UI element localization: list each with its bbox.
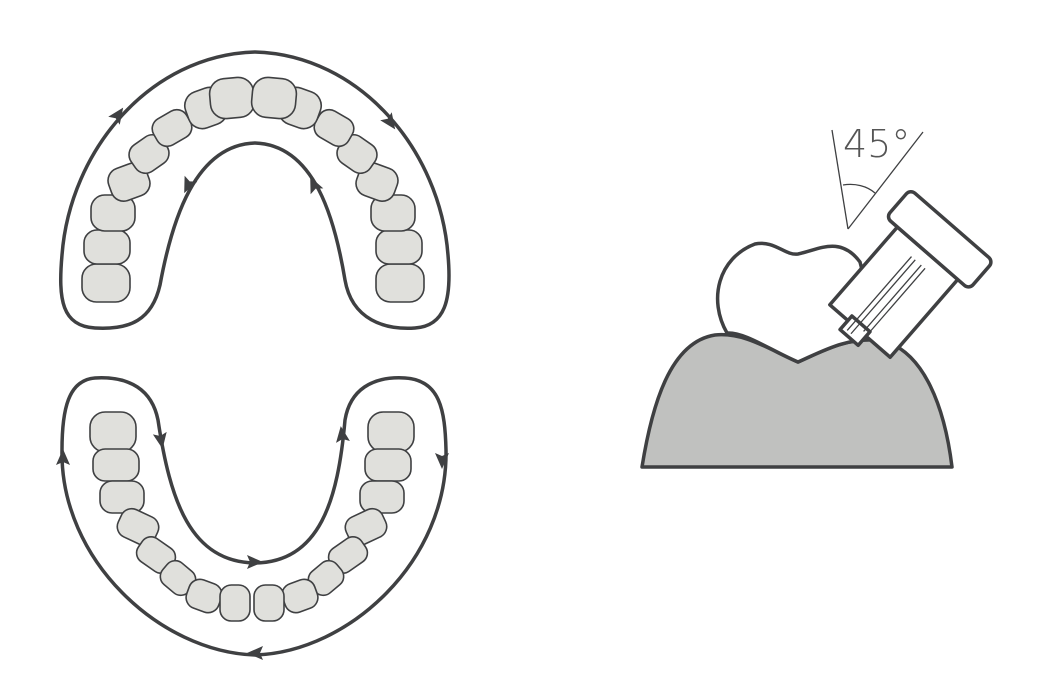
direction-arrow-icon: [435, 453, 449, 469]
direction-arrow-icon: [56, 449, 70, 465]
tooth: [219, 584, 251, 622]
direction-arrow-icon: [247, 555, 263, 569]
direction-arrow-icon: [108, 107, 124, 125]
tooth-crown: [715, 241, 883, 364]
direction-arrow-icon: [310, 176, 324, 195]
tooth: [89, 411, 137, 453]
tooth: [375, 229, 423, 265]
direction-arrow-icon: [336, 426, 350, 443]
bristle-line: [863, 264, 922, 332]
upper-arch: [58, 50, 451, 330]
bristle-line: [866, 267, 926, 336]
tooth: [253, 584, 285, 622]
brush-bristle-tip: [838, 314, 872, 348]
direction-arrow-icon: [380, 112, 396, 130]
tooth: [364, 448, 412, 482]
tooth: [344, 507, 388, 547]
lower-arch-brushing-path: [60, 376, 448, 657]
lower-arch: [56, 376, 449, 660]
tooth: [375, 263, 425, 303]
tooth: [92, 448, 140, 482]
tooth: [99, 480, 145, 514]
toothbrush-angle-illustration: 45°: [640, 122, 993, 469]
toothbrush: [828, 189, 993, 359]
bristle-line: [850, 259, 916, 335]
angle-arc: [842, 183, 876, 194]
brush-angle-line: [847, 131, 924, 230]
vertical-reference-line: [831, 129, 849, 230]
tooth: [250, 76, 298, 120]
direction-arrow-icon: [184, 175, 198, 194]
bristle-line: [846, 256, 912, 331]
angle-label: 45°: [843, 122, 910, 166]
tooth: [208, 76, 256, 120]
tooth: [359, 480, 405, 514]
brush-handle-cap: [886, 189, 993, 289]
tooth: [83, 229, 131, 265]
tooth: [116, 507, 160, 547]
direction-arrow-icon: [247, 646, 263, 660]
direction-arrow-icon: [152, 431, 167, 449]
tooth: [81, 263, 131, 303]
tooth: [367, 411, 415, 453]
